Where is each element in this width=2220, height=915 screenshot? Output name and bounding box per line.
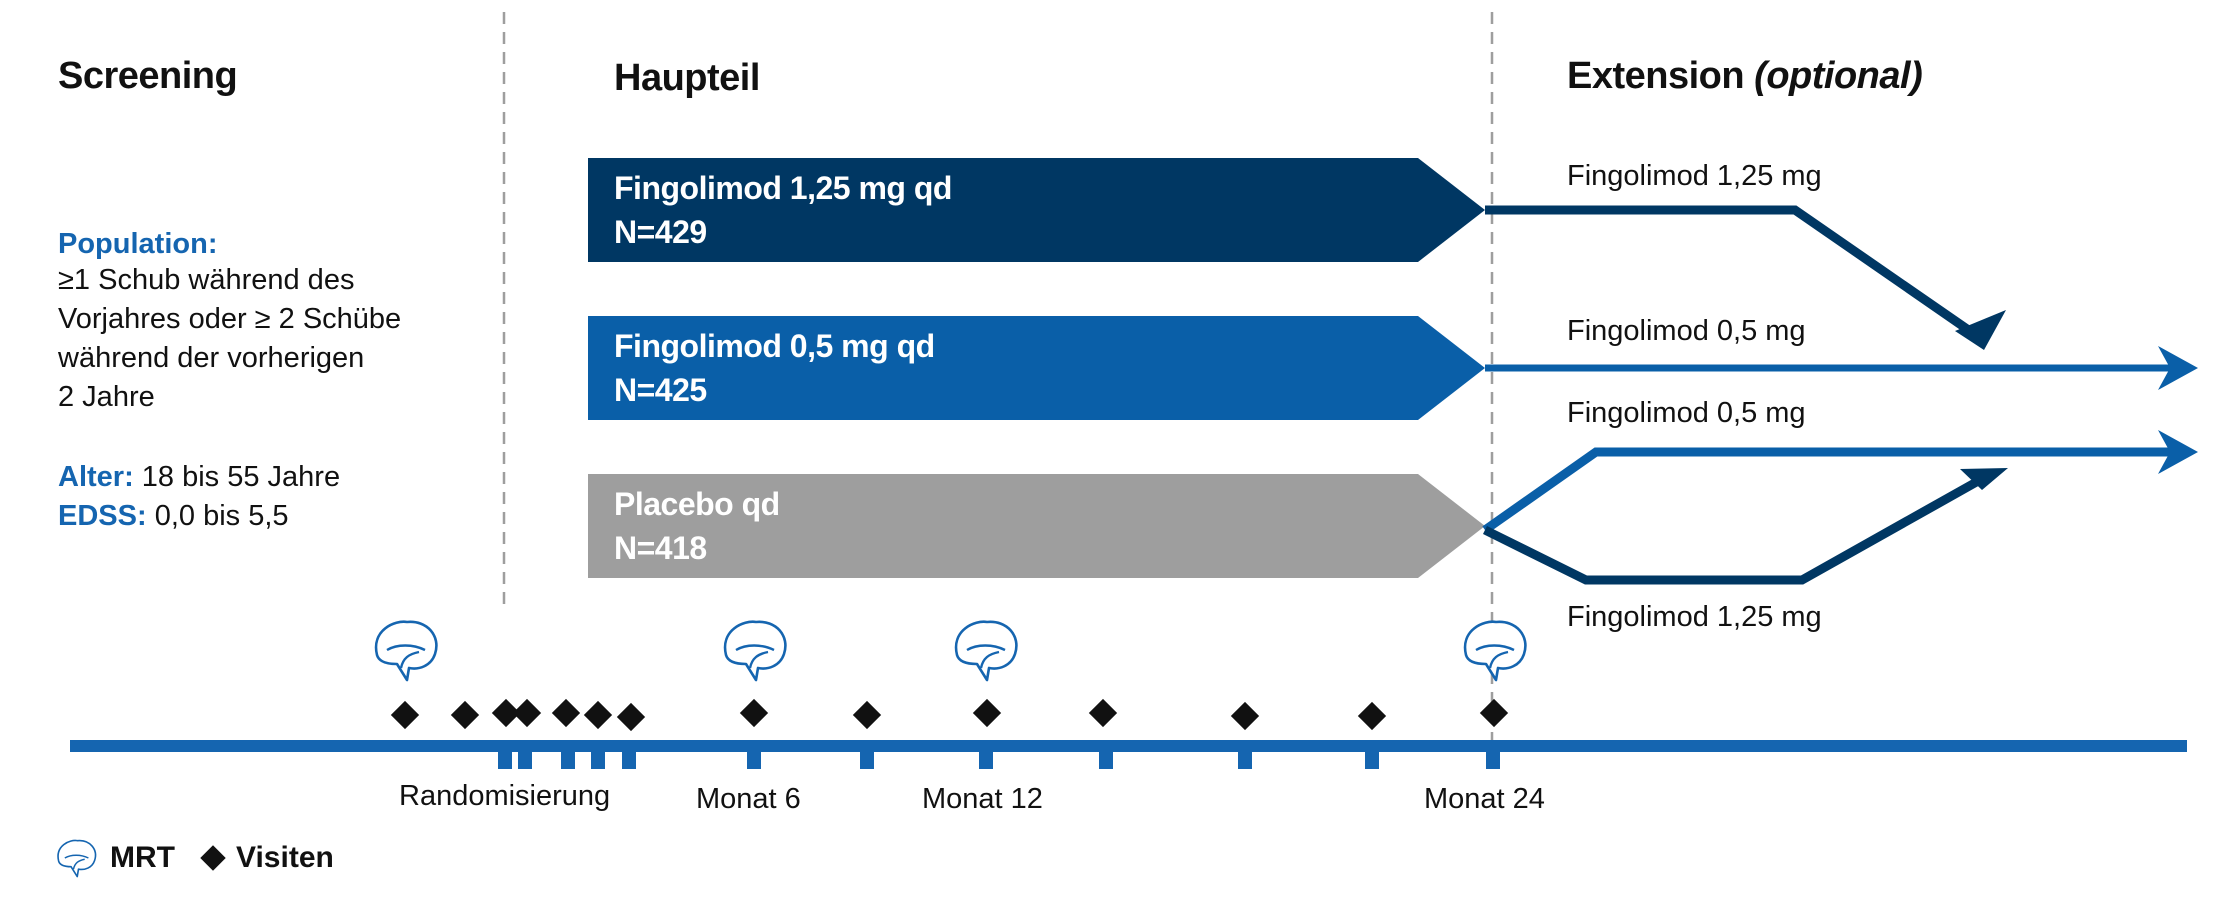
timeline-tick xyxy=(622,746,636,769)
arm-fingolimod-05: Fingolimod 0,5 mg qd N=425 xyxy=(614,324,935,412)
legend-visits: Visiten xyxy=(236,841,334,874)
edss-value: 0,0 bis 5,5 xyxy=(154,500,289,532)
label-month-12: Monat 12 xyxy=(922,783,1043,815)
section-extension-note: (optional) xyxy=(1754,55,1923,97)
mri-brain-icon xyxy=(723,620,787,682)
visit-diamond-icon xyxy=(390,700,420,730)
ext-label-placebo-125: Fingolimod 1,25 mg xyxy=(1567,601,1822,633)
population-line-2: Vorjahres oder ≥ 2 Schübe xyxy=(58,303,402,335)
timeline-tick xyxy=(1365,746,1379,769)
visit-diamond-icon xyxy=(616,702,646,732)
arm-fingolimod-125: Fingolimod 1,25 mg qd N=429 xyxy=(614,166,952,254)
ext-label-125-continue: Fingolimod 1,25 mg xyxy=(1567,160,1822,192)
arm-n: N=418 xyxy=(614,530,707,566)
age-value: 18 bis 55 Jahre xyxy=(141,461,341,493)
arm-shape-fingolimod-05 xyxy=(588,316,1485,420)
visit-diamond-icon xyxy=(551,698,581,728)
visit-markers xyxy=(390,698,1509,732)
label-month-24: Monat 24 xyxy=(1424,783,1545,815)
timeline-ticks xyxy=(498,746,1500,769)
section-main: Haupteil xyxy=(614,57,760,99)
visit-diamond-icon xyxy=(852,700,882,730)
timeline-tick xyxy=(591,746,605,769)
edss-label: EDSS: xyxy=(58,500,147,532)
visit-diamond-icon xyxy=(512,698,542,728)
timeline-tick xyxy=(1099,746,1113,769)
mri-brain-icon xyxy=(374,620,438,682)
timeline-tick xyxy=(561,746,575,769)
label-month-6: Monat 6 xyxy=(696,783,801,815)
ext-path-125-continue xyxy=(1485,205,1983,342)
ext-path-placebo-to-05 xyxy=(1482,447,2170,534)
age-criterion: Alter: 18 bis 55 Jahre xyxy=(58,461,340,494)
arm-name: Placebo qd xyxy=(614,486,780,522)
visit-diamond-icon xyxy=(1357,701,1387,731)
visit-diamond-icon xyxy=(450,700,480,730)
ext-label-05-continue: Fingolimod 0,5 mg xyxy=(1567,315,1806,347)
mri-brain-icon xyxy=(1463,620,1527,682)
arm-name: Fingolimod 0,5 mg qd xyxy=(614,328,935,364)
mri-brain-icon xyxy=(954,620,1018,682)
ext-arrowhead-05-top xyxy=(2158,346,2198,390)
visit-diamond-icon xyxy=(972,698,1002,728)
legend-mri: MRT xyxy=(110,841,175,874)
ext-label-placebo-05: Fingolimod 0,5 mg xyxy=(1567,397,1806,429)
arm-n: N=429 xyxy=(614,214,707,250)
mri-markers xyxy=(374,620,1527,682)
section-extension: Extension (optional) xyxy=(1567,55,1923,98)
legend-diamond-icon xyxy=(200,845,226,871)
ext-arrowhead-placebo-05 xyxy=(2158,430,2198,474)
ext-arrowhead-125 xyxy=(1955,310,2006,350)
ext-arrowhead-placebo-125 xyxy=(1960,468,2008,490)
population-line-4: 2 Jahre xyxy=(58,381,155,413)
age-label: Alter: xyxy=(58,461,134,493)
label-randomization: Randomisierung xyxy=(399,780,611,812)
timeline-tick xyxy=(979,746,993,769)
population-line-1: ≥1 Schub während des xyxy=(58,264,355,296)
population-block: Population: ≥1 Schub während des Vorjahr… xyxy=(58,228,478,417)
arm-placebo: Placebo qd N=418 xyxy=(614,482,780,570)
population-label: Population: xyxy=(58,228,218,260)
section-screening: Screening xyxy=(58,55,238,97)
visit-diamond-icon xyxy=(739,698,769,728)
arm-shape-fingolimod-125 xyxy=(588,158,1485,262)
legend-brain-icon xyxy=(57,839,97,878)
arm-name: Fingolimod 1,25 mg qd xyxy=(614,170,952,206)
ext-path-placebo-to-125 xyxy=(1483,476,1983,585)
arm-shape-placebo xyxy=(588,474,1485,578)
edss-criterion: EDSS: 0,0 bis 5,5 xyxy=(58,500,289,533)
timeline-tick xyxy=(747,746,761,769)
visit-diamond-icon xyxy=(583,700,613,730)
visit-diamond-icon xyxy=(1479,698,1509,728)
timeline-tick xyxy=(1238,746,1252,769)
arm-n: N=425 xyxy=(614,372,707,408)
timeline-tick xyxy=(518,746,532,769)
visit-diamond-icon xyxy=(1088,698,1118,728)
population-line-3: während der vorherigen xyxy=(58,342,365,374)
visit-diamond-icon xyxy=(1230,701,1260,731)
timeline-tick xyxy=(1486,746,1500,769)
timeline-tick xyxy=(860,746,874,769)
timeline-tick xyxy=(498,746,512,769)
section-extension-title: Extension xyxy=(1567,55,1745,97)
visit-diamond-icon xyxy=(491,698,521,728)
